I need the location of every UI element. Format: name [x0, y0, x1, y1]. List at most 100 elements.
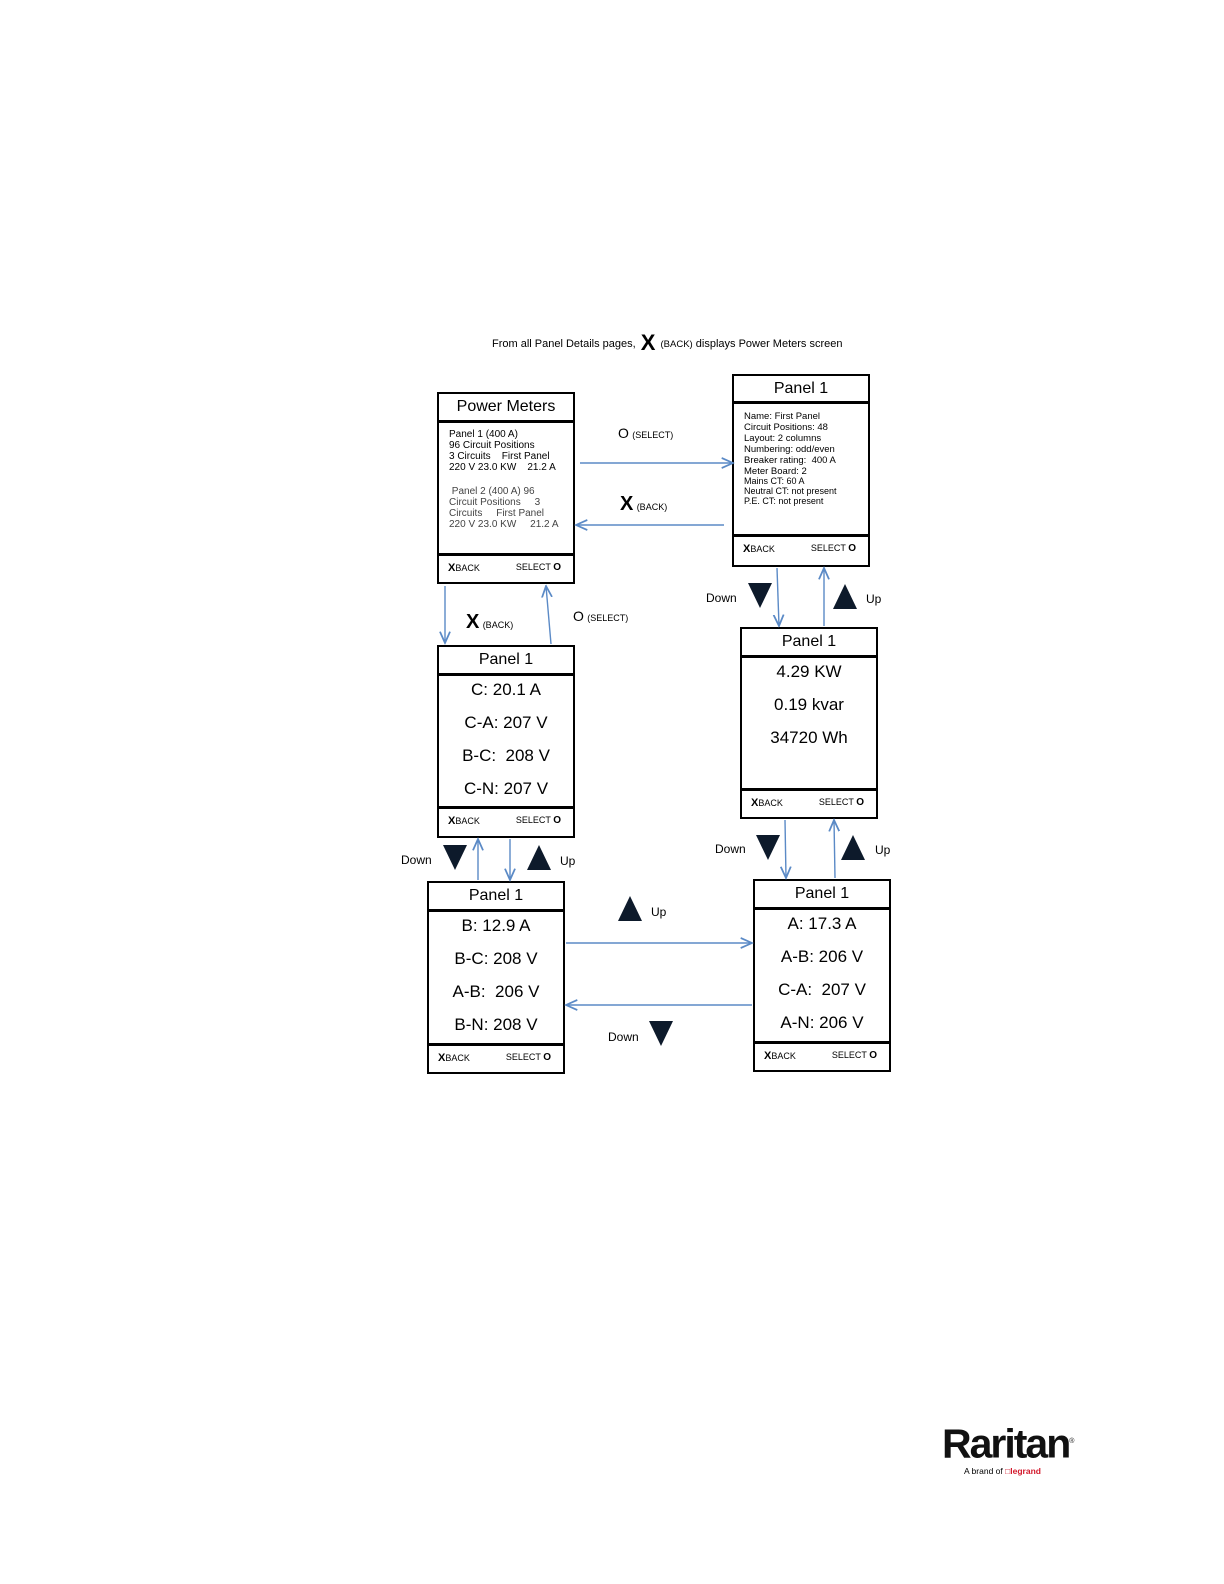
pm-line-1: Panel 1 (400 A) [449, 429, 518, 440]
o-icon: O [553, 562, 561, 573]
x-icon: X [743, 543, 751, 555]
o-icon: O [553, 815, 561, 826]
o-icon: O [848, 543, 856, 554]
x-icon: X [448, 815, 456, 827]
screen-title: Panel 1 [734, 376, 868, 404]
info-line-9: P.E. CT: not present [744, 496, 824, 506]
reading-line-4: B-N: 208 V [454, 1015, 538, 1034]
back-button[interactable]: XBACK [448, 815, 480, 827]
screen-footer: XBACK SELECT O [755, 1041, 889, 1070]
select-button[interactable]: SELECT O [818, 797, 864, 808]
panel-info-screen: Panel 1 Name: First Panel Circuit Positi… [732, 374, 870, 567]
arrow-up-to-power-meters [546, 586, 551, 645]
note-back-tag: (BACK) [660, 339, 693, 350]
screen-title: Panel 1 [429, 883, 563, 912]
screen-title: Panel 1 [439, 647, 573, 676]
x-back-icon: X [466, 611, 480, 633]
pm-line-5: Panel 2 (400 A) 96 [449, 486, 535, 497]
select-button[interactable]: SELECT O [810, 543, 856, 554]
info-line-8: Neutral CT: not present [744, 486, 837, 496]
o-icon: O [869, 1050, 877, 1061]
reading-line-3: A-B: 206 V [452, 982, 540, 1001]
x-icon: X [438, 1052, 446, 1064]
info-line-3: Layout: 2 columns [744, 433, 822, 444]
info-line-4: Numbering: odd/even [744, 444, 835, 455]
reading-line-2: C-A: 207 V [464, 713, 548, 732]
power-meters-screen: Power Meters Panel 1 (400 A) 96 Circuit … [437, 392, 575, 584]
panel-power-screen: Panel 1 4.29 KW 0.19 kvar 34720 Wh XBACK… [740, 627, 878, 819]
reading-line-1: B: 12.9 A [461, 916, 531, 935]
arrow-down-to-panel-a [785, 819, 786, 878]
up-label: Up [651, 905, 667, 919]
pm-line-4: 220 V 23.0 KW 21.2 A [449, 462, 556, 473]
up-label: Up [875, 843, 891, 857]
down-triangle-icon [748, 583, 772, 608]
back-button[interactable]: XBACK [438, 1052, 470, 1064]
down-triangle-icon [756, 835, 780, 860]
x-back-icon: X [620, 493, 634, 515]
pm-line-3: 3 Circuits First Panel [449, 451, 550, 462]
arrow-up-to-panel-power [834, 820, 835, 879]
x-icon: X [448, 562, 456, 574]
diagram-note: From all Panel Details pages, X (BACK) d… [492, 330, 912, 355]
screen-footer: XBACK SELECT O [742, 788, 876, 817]
legrand-logo: □legrand [1005, 1465, 1041, 1476]
reading-line-1: A: 17.3 A [787, 914, 857, 933]
reading-line-1: C: 20.1 A [471, 680, 541, 699]
power-value-3: 34720 Wh [770, 728, 848, 747]
screen-title: Power Meters [439, 394, 573, 423]
select-button[interactable]: SELECT O [515, 815, 561, 826]
screen-footer: XBACK SELECT O [734, 534, 868, 565]
x-back-icon: X [640, 330, 656, 355]
down-triangle-icon [649, 1021, 673, 1046]
note-text-before: From all Panel Details pages, [492, 338, 636, 350]
x-icon: X [764, 1050, 772, 1062]
screen-footer: XBACK SELECT O [439, 806, 573, 836]
back-label-left: X (BACK) [466, 611, 514, 633]
screen-footer: XBACK SELECT O [429, 1043, 563, 1072]
up-label: Up [866, 592, 882, 606]
select-button[interactable]: SELECT O [505, 1052, 551, 1063]
logo-tagline: A brand of □legrand [964, 1465, 1041, 1476]
pm-line-2: 96 Circuit Positions [449, 440, 535, 451]
info-line-1: Name: First Panel [744, 411, 821, 422]
down-triangle-icon [443, 845, 467, 870]
down-label: Down [608, 1030, 639, 1044]
pm-line-8: 220 V 23.0 KW 21.2 A [449, 519, 559, 530]
back-button[interactable]: XBACK [743, 543, 775, 555]
up-triangle-icon [833, 584, 857, 609]
power-value-1: 4.29 KW [776, 662, 842, 681]
panel-a-screen: Panel 1 A: 17.3 A A-B: 206 V C-A: 207 V … [753, 879, 891, 1072]
down-label: Down [401, 853, 432, 867]
reading-line-3: C-A: 207 V [778, 980, 866, 999]
reading-line-2: B-C: 208 V [454, 949, 538, 968]
select-label-left: O (SELECT) [573, 608, 629, 624]
screen-title: Panel 1 [755, 881, 889, 910]
back-button[interactable]: XBACK [764, 1050, 796, 1062]
back-button[interactable]: XBACK [448, 562, 480, 574]
reading-line-4: C-N: 207 V [463, 779, 549, 798]
up-triangle-icon [527, 845, 551, 870]
arrow-down-to-panel-power [777, 567, 779, 626]
o-icon: O [856, 797, 864, 808]
back-button[interactable]: XBACK [751, 797, 783, 809]
screen-footer: XBACK SELECT O [439, 553, 573, 582]
down-label: Down [715, 842, 746, 856]
select-label-top: O (SELECT) [618, 425, 674, 441]
info-line-7: Mains CT: 60 A [744, 476, 805, 486]
up-triangle-icon [841, 835, 865, 860]
pm-line-7: Circuits First Panel [449, 508, 545, 519]
select-button[interactable]: SELECT O [515, 562, 561, 573]
note-text-after: displays Power Meters screen [695, 338, 843, 350]
select-button[interactable]: SELECT O [831, 1050, 877, 1061]
x-icon: X [751, 797, 759, 809]
up-triangle-icon [618, 896, 642, 921]
info-line-6: Meter Board: 2 [744, 466, 807, 477]
logo-wordmark: Raritan® [942, 1420, 1075, 1467]
power-value-2: 0.19 kvar [774, 695, 844, 714]
reading-line-3: B-C: 208 V [462, 746, 550, 765]
info-line-5: Breaker rating: 400 A [744, 455, 836, 466]
panel-c-screen: Panel 1 C: 20.1 A C-A: 207 V B-C: 208 V … [437, 645, 575, 838]
down-label: Down [706, 591, 737, 605]
